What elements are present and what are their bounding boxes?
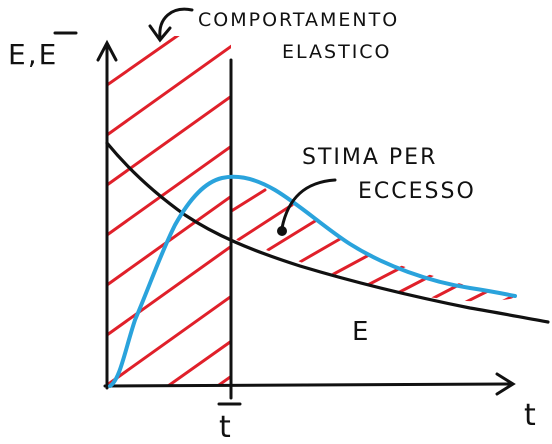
estimate-label-line1: STIMA PER	[302, 145, 437, 170]
x-axis	[103, 382, 512, 388]
curve-e-black	[105, 141, 550, 324]
estimate-label-line2: ECCESSO	[358, 179, 476, 204]
y-axis-label: E,E	[8, 38, 58, 71]
curved-arrow-icon	[148, 7, 194, 43]
y-axis-arrowhead	[96, 39, 118, 62]
curve-e-bar-blue	[108, 174, 517, 388]
excess-pointer-icon	[277, 178, 337, 236]
t-bar-label: t	[219, 410, 231, 444]
x-axis-label: t	[524, 398, 536, 433]
elastic-label-line1: COMPORTAMENTO	[198, 9, 399, 31]
x-axis-arrowhead	[495, 372, 516, 396]
elastic-label-line2: ELASTICO	[282, 41, 392, 63]
axes	[96, 39, 516, 396]
curve-e-label: E	[352, 317, 370, 347]
